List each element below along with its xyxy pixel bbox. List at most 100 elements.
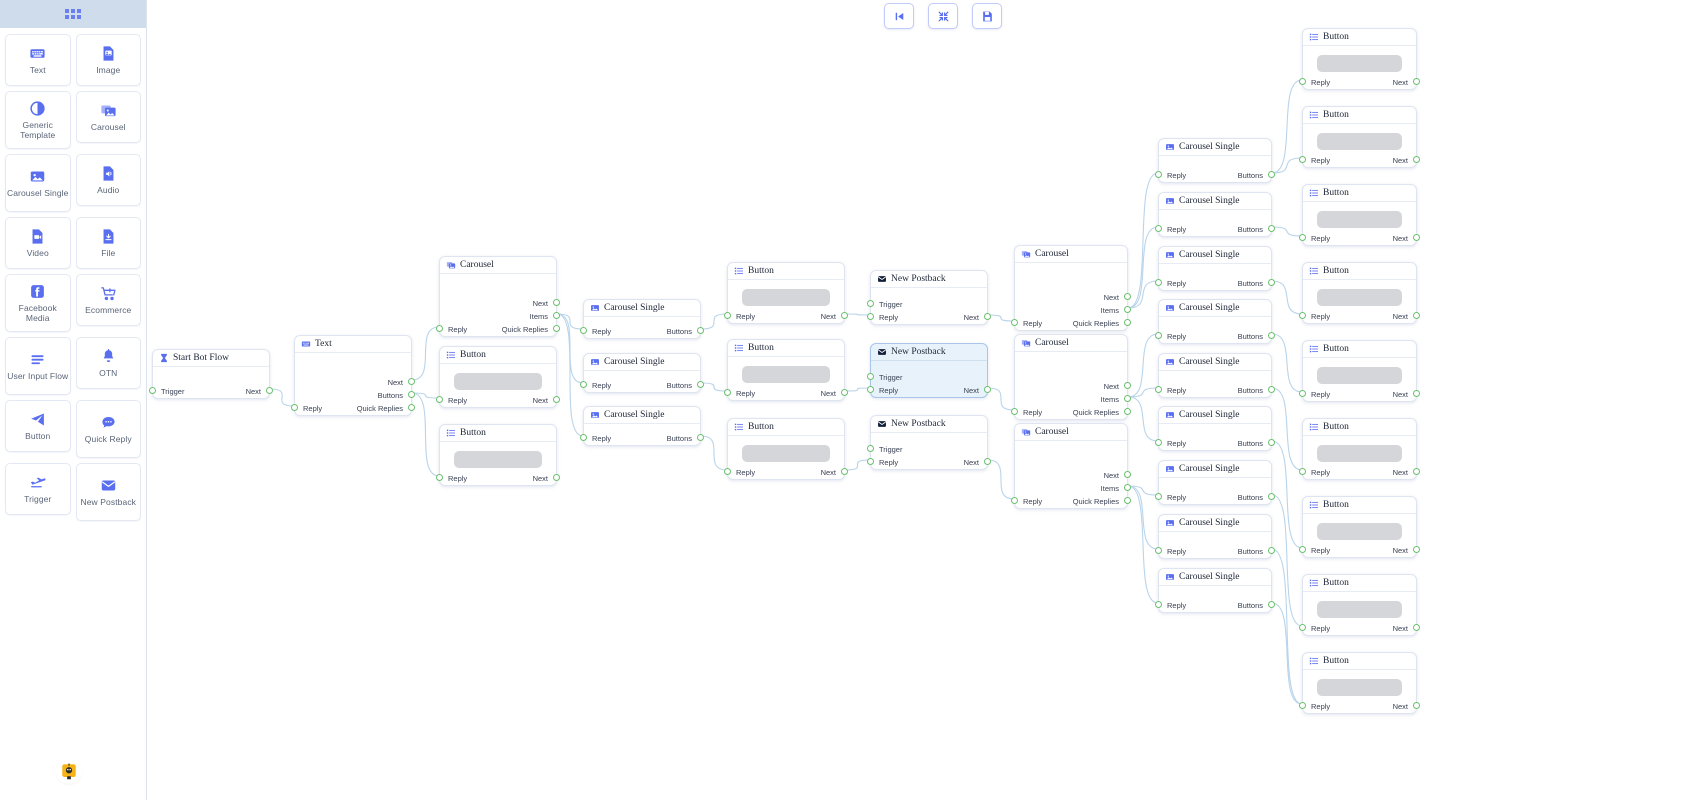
port-out-next[interactable] xyxy=(1413,233,1420,241)
port-out-next[interactable] xyxy=(841,388,848,396)
node-header[interactable]: Button xyxy=(1303,497,1416,514)
port-out-next[interactable] xyxy=(553,395,560,403)
node-header[interactable]: Carousel Single xyxy=(1159,247,1271,264)
palette-item-audio[interactable]: Audio xyxy=(75,154,141,206)
node-header[interactable]: Carousel Single xyxy=(1159,569,1271,586)
port-in-reply[interactable] xyxy=(1155,600,1162,608)
port-in-reply[interactable] xyxy=(436,395,443,403)
port-out-buttons[interactable] xyxy=(1268,385,1275,393)
node-header[interactable]: Carousel xyxy=(1015,424,1127,441)
port-out-next[interactable] xyxy=(1413,389,1420,397)
port-out-quick-replies[interactable] xyxy=(553,324,560,332)
port-in-reply[interactable] xyxy=(436,324,443,332)
port-out-next[interactable] xyxy=(1124,470,1131,478)
port-out-next[interactable] xyxy=(266,386,273,394)
port-out-buttons[interactable] xyxy=(1268,492,1275,500)
port-out-next[interactable] xyxy=(1413,701,1420,709)
port-out-next[interactable] xyxy=(1413,155,1420,163)
port-in-reply[interactable] xyxy=(1299,623,1306,631)
palette-item-image[interactable]: Image xyxy=(75,34,141,86)
port-in-reply[interactable] xyxy=(867,457,874,465)
node-header[interactable]: New Postback xyxy=(871,416,987,433)
node-header[interactable]: Carousel xyxy=(1015,246,1127,263)
node-header[interactable]: Button xyxy=(440,425,556,442)
port-out-items[interactable] xyxy=(1124,305,1131,313)
port-out-buttons[interactable] xyxy=(1268,438,1275,446)
port-in-reply[interactable] xyxy=(867,385,874,393)
port-out-next[interactable] xyxy=(1413,545,1420,553)
port-out-quick-replies[interactable] xyxy=(1124,318,1131,326)
port-in-reply[interactable] xyxy=(436,473,443,481)
node-header[interactable]: Carousel Single xyxy=(1159,515,1271,532)
port-out-buttons[interactable] xyxy=(1268,600,1275,608)
port-out-buttons[interactable] xyxy=(1268,224,1275,232)
palette-item-facebook-media[interactable]: Facebook Media xyxy=(5,274,71,332)
node-header[interactable]: Start Bot Flow xyxy=(153,350,269,367)
port-out-buttons[interactable] xyxy=(1268,278,1275,286)
node-header[interactable]: Carousel Single xyxy=(1159,461,1271,478)
port-out-next[interactable] xyxy=(984,457,991,465)
node-header[interactable]: Button xyxy=(728,263,844,280)
port-out-buttons[interactable] xyxy=(1268,546,1275,554)
port-out-next[interactable] xyxy=(553,473,560,481)
port-in-reply[interactable] xyxy=(1299,233,1306,241)
port-in-reply[interactable] xyxy=(1299,467,1306,475)
port-out-next[interactable] xyxy=(553,298,560,306)
port-in-reply[interactable] xyxy=(1155,546,1162,554)
palette-item-trigger[interactable]: Trigger xyxy=(5,463,71,515)
port-out-next[interactable] xyxy=(1124,292,1131,300)
port-out-buttons[interactable] xyxy=(697,380,704,388)
palette-item-carousel-single[interactable]: Carousel Single xyxy=(5,154,71,212)
port-in-reply[interactable] xyxy=(1155,492,1162,500)
port-in-reply[interactable] xyxy=(1155,278,1162,286)
port-out-buttons[interactable] xyxy=(1268,170,1275,178)
palette-item-user-input-flow[interactable]: User Input Flow xyxy=(5,337,71,395)
node-header[interactable]: Button xyxy=(728,340,844,357)
palette-item-button[interactable]: Button xyxy=(5,400,71,452)
port-in-reply[interactable] xyxy=(724,467,731,475)
port-in-reply[interactable] xyxy=(867,312,874,320)
port-in-reply[interactable] xyxy=(1011,318,1018,326)
port-out-next[interactable] xyxy=(1413,623,1420,631)
port-out-items[interactable] xyxy=(1124,483,1131,491)
port-in-reply[interactable] xyxy=(1299,155,1306,163)
node-header[interactable]: Carousel Single xyxy=(1159,407,1271,424)
palette-item-carousel[interactable]: Carousel xyxy=(75,91,141,143)
port-out-quick-replies[interactable] xyxy=(1124,407,1131,415)
port-out-next[interactable] xyxy=(408,377,415,385)
port-in-reply[interactable] xyxy=(291,403,298,411)
port-in-reply[interactable] xyxy=(724,388,731,396)
port-out-next[interactable] xyxy=(984,385,991,393)
port-out-next[interactable] xyxy=(1413,77,1420,85)
port-in-trigger[interactable] xyxy=(867,299,874,307)
node-header[interactable]: Text xyxy=(295,336,411,353)
port-in-reply[interactable] xyxy=(1011,496,1018,504)
port-in-reply[interactable] xyxy=(1155,170,1162,178)
fit-view-button[interactable] xyxy=(928,3,958,29)
port-out-next[interactable] xyxy=(984,312,991,320)
node-header[interactable]: Button xyxy=(1303,185,1416,202)
port-out-next[interactable] xyxy=(1413,467,1420,475)
port-in-reply[interactable] xyxy=(1299,545,1306,553)
palette-item-text[interactable]: Text xyxy=(5,34,71,86)
sidebar-header[interactable] xyxy=(0,0,146,28)
port-in-reply[interactable] xyxy=(1299,701,1306,709)
node-header[interactable]: Button xyxy=(1303,107,1416,124)
port-out-buttons[interactable] xyxy=(408,390,415,398)
